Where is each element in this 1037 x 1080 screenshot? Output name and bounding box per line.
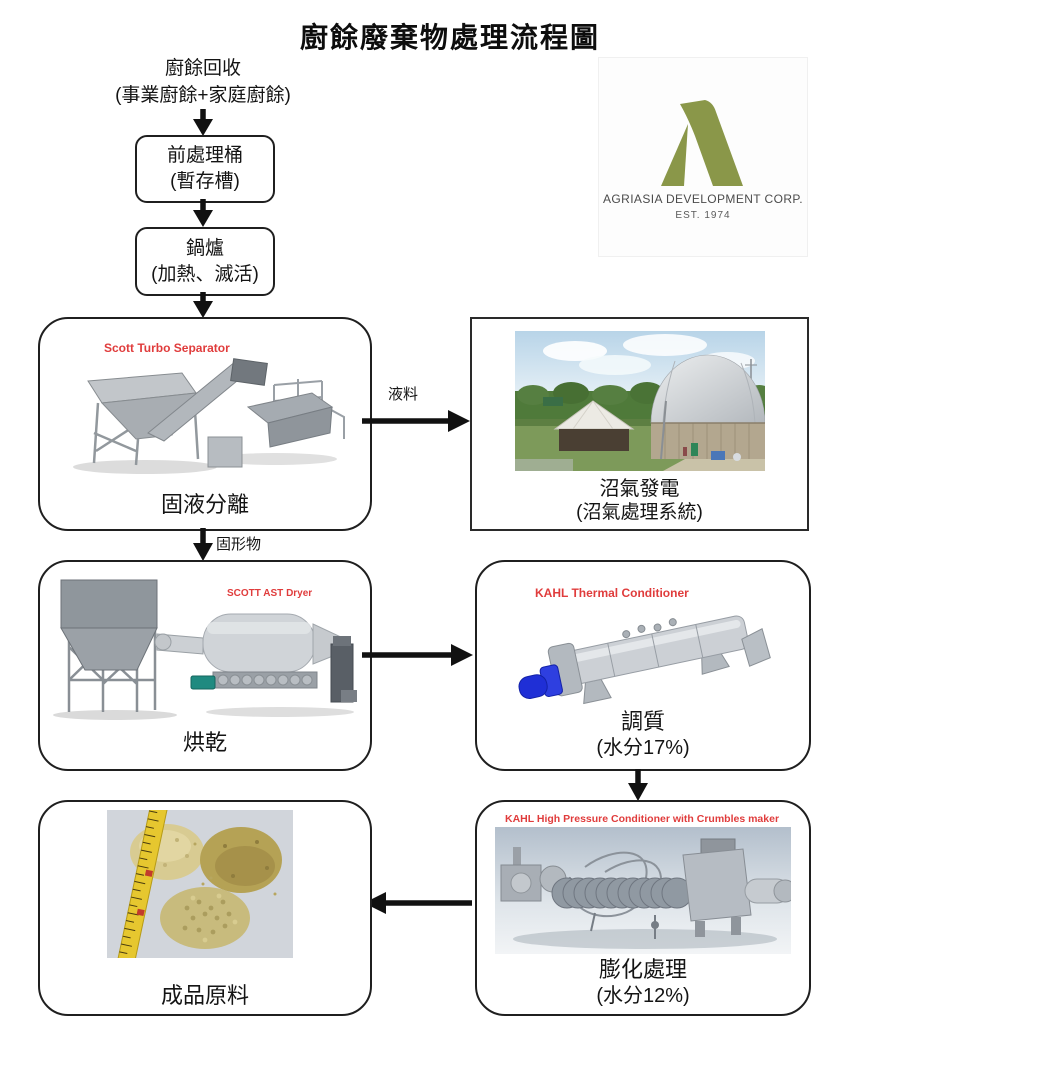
arrow-separation-to-biogas [362,410,470,432]
expansion-line1: 膨化處理 [598,957,687,982]
conditioning-machine-label: KAHL Thermal Conditioner [535,586,689,600]
arrow-pretank-to-boiler [193,199,213,227]
page-title: 廚餘廢棄物處理流程圖 [299,22,600,53]
arrow-source-to-pretank [193,109,213,136]
edge-solid-label: 固形物 [216,536,262,553]
agriasia-logo-icon [661,100,743,186]
edge-liquid-label: 液料 [388,386,419,403]
arrow-separation-to-drying [193,528,213,561]
separation-machine-label: Scott Turbo Separator [104,341,230,355]
biogas-line2: (沼氣處理系統) [576,502,703,523]
node-source: 廚餘回收 (事業廚餘+家庭廚餘) [53,55,353,109]
arrow-expansion-to-product [364,892,472,914]
logo-company-name: AGRIASIA DEVELOPMENT CORP. [602,192,803,206]
high-pressure-conditioner-photo [495,827,791,954]
expansion-labels: 膨化處理 (水分12%) [477,956,809,1010]
boiler-line1: 鍋爐 [185,237,224,259]
conditioning-labels: 調質 (水分17%) [477,708,809,762]
node-expansion: KAHL High Pressure Conditioner with Crum… [475,800,811,1016]
pretank-line1: 前處理桶 [166,145,243,166]
conditioning-line1: 調質 [620,709,665,734]
node-biogas: 沼氣發電 (沼氣處理系統) [470,317,809,531]
separation-label: 固液分離 [160,492,249,517]
drying-machine-label: SCOTT AST Dryer [227,588,313,599]
node-drying: SCOTT AST Dryer 烘乾 [38,560,372,771]
source-line2: (事業廚餘+家庭廚餘) [115,85,291,106]
logo-est-text: EST. 1974 [675,210,731,221]
drying-label: 烘乾 [182,730,227,755]
conditioning-line2: (水分17%) [596,737,690,759]
expansion-machine-label: KAHL High Pressure Conditioner with Crum… [505,813,780,825]
arrow-drying-to-conditioning [362,644,473,666]
biogas-labels: 沼氣發電 (沼氣處理系統) [472,477,807,525]
biogas-plant-photo [515,331,765,471]
thermal-conditioner-illustration [518,615,771,705]
pretank-line2: (暫存槽) [170,171,240,192]
node-product: 成品原料 [38,800,372,1016]
node-boiler: 鍋爐 (加熱、滅活) [135,227,275,296]
node-conditioning: KAHL Thermal Conditioner 調質 (水分17%) [475,560,811,771]
dryer-machine-illustration [53,579,357,720]
arrow-boiler-to-separation [193,292,213,318]
biogas-line1: 沼氣發電 [599,478,680,500]
expansion-line2: (水分12%) [596,985,690,1007]
product-material-photo [107,810,293,958]
separator-machine-illustration [73,358,345,474]
product-label: 成品原料 [160,983,249,1008]
source-line1: 廚餘回收 [164,58,241,79]
company-logo-card: AGRIASIA DEVELOPMENT CORP. EST. 1974 [598,57,808,257]
node-separation: Scott Turbo Separator 固液分離 [38,317,372,531]
arrow-conditioning-to-expansion [628,769,648,801]
node-pretank: 前處理桶 (暫存槽) [135,135,275,203]
boiler-line2: (加熱、滅活) [151,263,259,285]
